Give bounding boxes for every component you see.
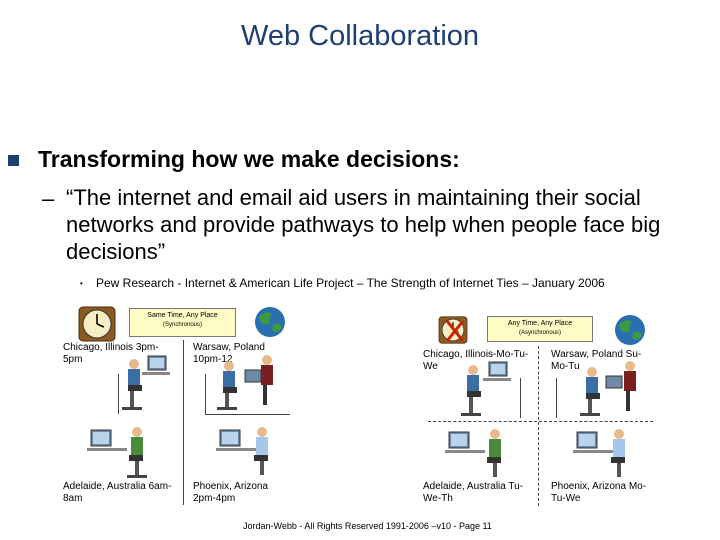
- computer-user-icon: [445, 429, 501, 477]
- sync-banner-subtitle: (Synchronous): [162, 322, 203, 328]
- footer-copyright: Jordan-Webb - All Rights Reserved 1991-2…: [243, 521, 492, 531]
- async-divider-vertical: [538, 346, 539, 506]
- sync-divider-dashed: [205, 414, 290, 415]
- x-mark-icon: [445, 320, 465, 342]
- sync-cell-label-3: Adelaide, Australia 6am-8am: [63, 481, 172, 504]
- source-bullet: •: [80, 279, 83, 288]
- sync-cell-label-4: Phoenix, Arizona 2pm-4pm: [193, 481, 269, 504]
- quote-text: “The internet and email aid users in mai…: [66, 184, 720, 265]
- computer-user-icon: [216, 427, 268, 475]
- async-banner-title: Any Time, Any Place: [507, 320, 573, 327]
- sync-divider-right-top: [205, 374, 206, 414]
- computer-user-icon: [217, 355, 273, 410]
- quote-line-1: “The internet and email aid users in mai…: [66, 185, 641, 210]
- globe-icon: [255, 307, 285, 337]
- computer-user-icon: [87, 427, 147, 478]
- computer-user-icon: [573, 429, 625, 477]
- sync-divider-vertical: [183, 340, 184, 505]
- async-divider-right-top: [556, 378, 557, 418]
- async-cell-label-4: Phoenix, Arizona Mo-Tu-We: [551, 481, 647, 504]
- sync-cell-label-2: Warsaw, Poland 10pm-12: [193, 342, 265, 365]
- sync-cell-label-1: Chicago, Illinois 3pm-5pm: [63, 342, 159, 365]
- source-citation: Pew Research - Internet & American Life …: [96, 276, 605, 290]
- dash-bullet: –: [42, 186, 55, 211]
- square-bullet-icon: [8, 155, 19, 166]
- quote-line-2: networks and provide pathways to help wh…: [66, 212, 661, 237]
- async-banner: Any Time, Any Place (Asynchronous): [487, 316, 593, 342]
- async-cell-label-2: Warsaw, Poland Su-Mo-Tu: [551, 349, 642, 372]
- page-title: Web Collaboration: [240, 20, 480, 52]
- async-cell-label-1: Chicago, Illinois-Mo-Tu-We: [423, 349, 529, 372]
- computer-user-icon: [461, 361, 511, 416]
- computer-user-icon: [580, 361, 636, 416]
- async-divider-left-top: [520, 378, 521, 418]
- sync-banner-title: Same Time, Any Place: [147, 312, 218, 319]
- sync-banner: Same Time, Any Place (Synchronous): [129, 308, 236, 337]
- async-banner-subtitle: (Asynchronous): [518, 330, 562, 336]
- computer-user-icon: [122, 355, 170, 410]
- async-cell-label-3: Adelaide, Australia Tu-We-Th: [423, 481, 524, 504]
- globe-icon: [615, 315, 645, 345]
- quote-line-3: decisions”: [66, 239, 166, 264]
- clock-icon: [78, 306, 116, 342]
- main-heading: Transforming how we make decisions:: [38, 146, 460, 172]
- sync-divider-left-top: [118, 374, 119, 414]
- async-divider-horizontal: [428, 421, 653, 422]
